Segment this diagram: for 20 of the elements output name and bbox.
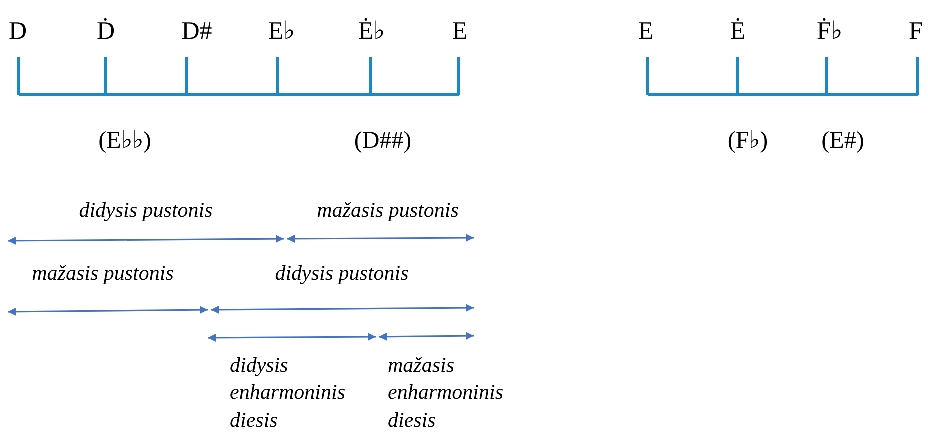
interval-label: mažasis pustonis — [32, 262, 174, 286]
note-name: F — [909, 18, 923, 46]
note-name: Ḟ♭ — [817, 18, 843, 46]
note-name: D — [8, 18, 28, 46]
note-name: E — [638, 18, 654, 46]
enharmonic-name: (F♭) — [728, 128, 768, 154]
enharmonic-name: (E#) — [822, 128, 864, 154]
note-name: Ė — [730, 18, 746, 46]
enharmonic-name: (D##) — [354, 128, 412, 154]
note-name: D# — [182, 18, 212, 46]
note-name: Ė♭ — [358, 18, 386, 46]
note-name: E — [452, 18, 468, 46]
enharmonic-name: (E♭♭) — [98, 128, 152, 154]
note-name: Ḋ — [96, 18, 116, 46]
interval-label: didysis pustonis — [79, 199, 213, 222]
interval-label: mažasis pustonis — [317, 199, 459, 222]
interval-label: mažasis enharmoninis diesis — [388, 352, 504, 434]
note-name: E♭ — [268, 18, 296, 46]
interval-label: didysis pustonis — [275, 262, 409, 286]
interval-label: didysis enharmoninis diesis — [230, 352, 346, 434]
